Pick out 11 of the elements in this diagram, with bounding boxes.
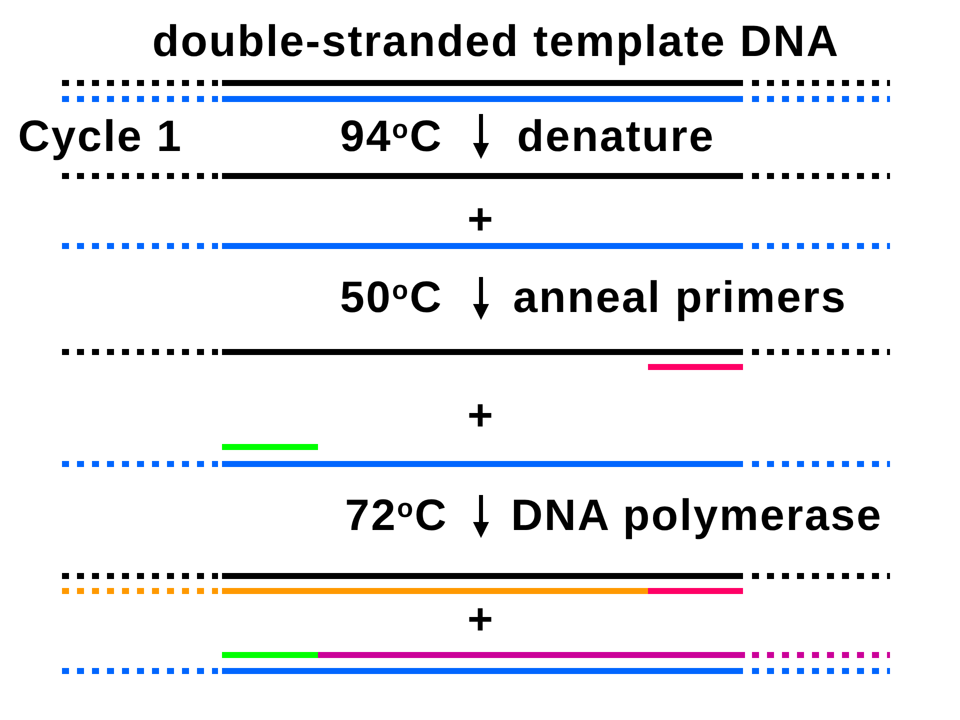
step-label: anneal primers: [513, 276, 848, 320]
temperature-label: 94$^{o}$C: [340, 115, 443, 159]
diagram-title: double-stranded template DNA: [152, 20, 840, 64]
plus-sign: +: [467, 394, 495, 438]
temperature-label: 50$^{o}$C: [340, 276, 443, 320]
temperature-label: 72$^{o}$C: [345, 494, 448, 538]
step-label: denature: [517, 115, 715, 159]
step-label: DNA polymerase: [511, 494, 882, 538]
plus-sign: +: [467, 198, 495, 242]
plus-sign: +: [467, 598, 495, 642]
cycle-label: Cycle 1: [18, 115, 183, 159]
